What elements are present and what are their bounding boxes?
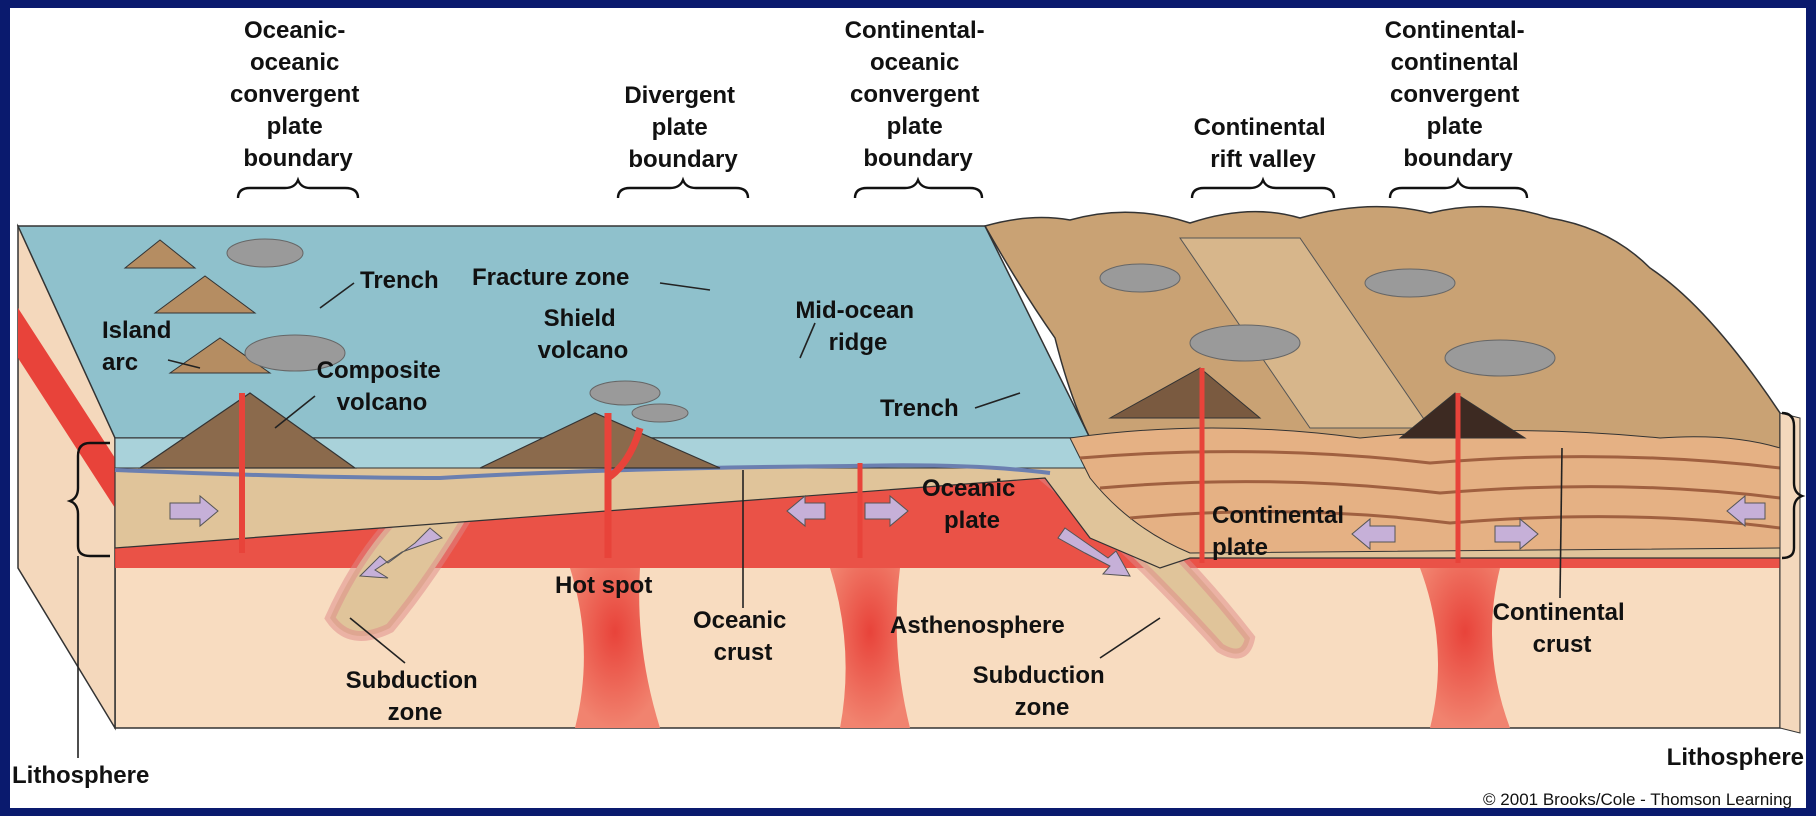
header-oceanic-oceanic: Oceanic- oceanic convergent plate bounda… xyxy=(230,17,366,172)
brace-oceanic-oceanic xyxy=(238,180,358,198)
label-trench-right: Trench xyxy=(880,395,959,422)
label-hot-spot: Hot spot xyxy=(555,572,652,599)
brace-divergent xyxy=(618,180,748,198)
brace-rift xyxy=(1192,180,1334,198)
block-right-face xyxy=(1780,413,1800,733)
copyright-notice: © 2001 Brooks/Cole - Thomson Learning xyxy=(1483,790,1792,808)
label-lithosphere-left: Lithosphere xyxy=(12,762,149,789)
label-trench-left: Trench xyxy=(360,267,439,294)
header-continental-continental: Continental- continental convergent plat… xyxy=(1385,17,1532,172)
header-continental-oceanic: Continental- oceanic convergent plate bo… xyxy=(845,17,992,172)
brace-continental-continental xyxy=(1390,180,1527,198)
label-lithosphere-right: Lithosphere xyxy=(1667,744,1804,771)
label-fracture-zone: Fracture zone xyxy=(472,264,629,291)
label-asthenosphere: Asthenosphere xyxy=(890,612,1065,639)
header-divergent: Divergent plate boundary xyxy=(624,82,741,173)
plate-tectonics-diagram: Oceanic- oceanic convergent plate bounda… xyxy=(10,8,1806,808)
brace-continental-oceanic xyxy=(855,180,982,198)
diagram-panel: Oceanic- oceanic convergent plate bounda… xyxy=(10,8,1806,808)
header-rift-valley: Continental rift valley xyxy=(1194,114,1333,173)
